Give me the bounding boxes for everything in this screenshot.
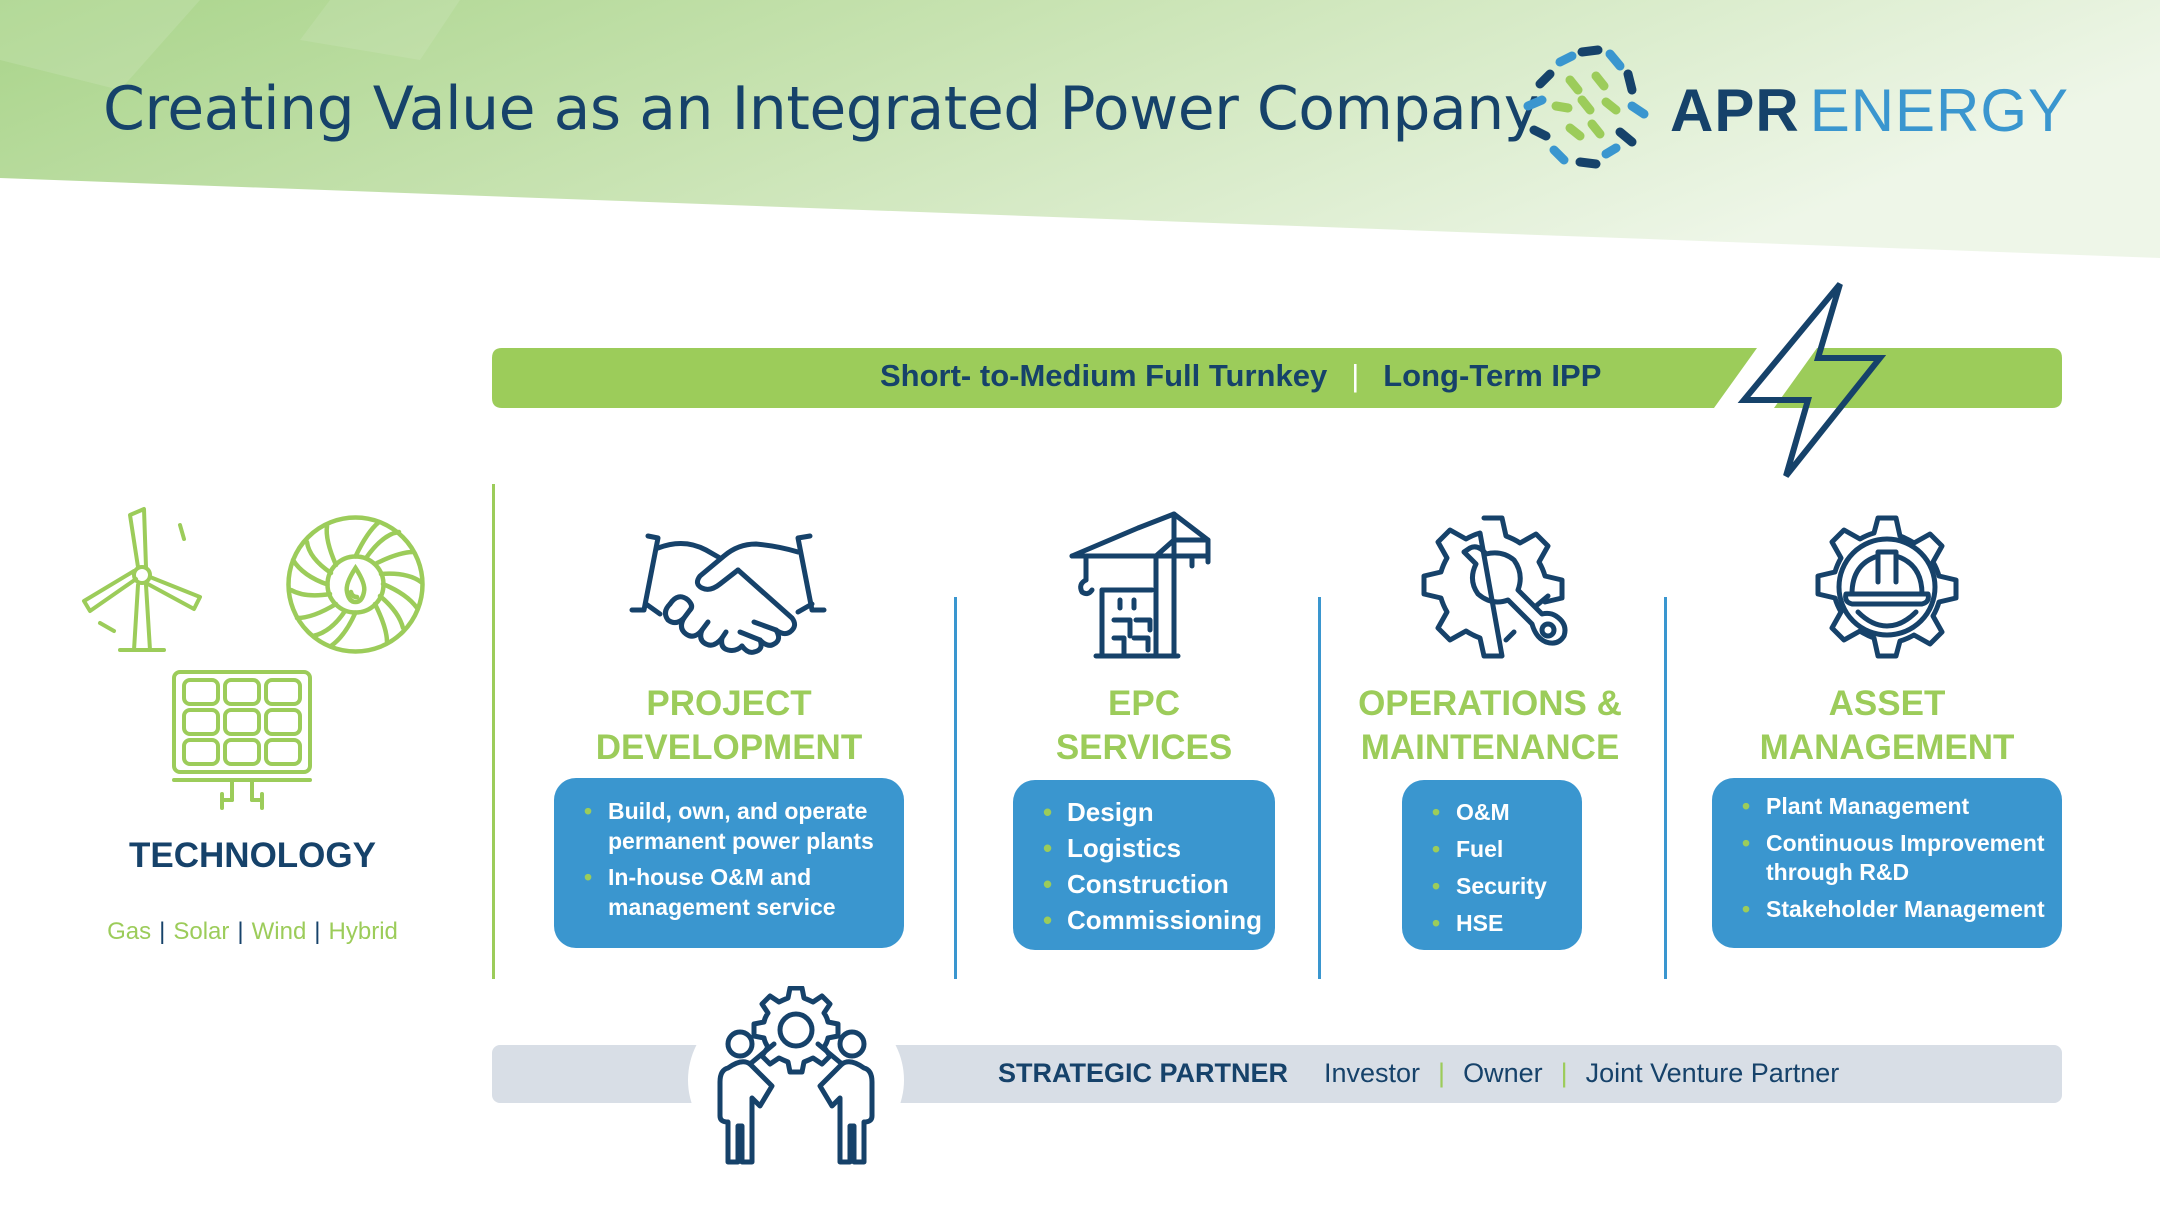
pillar-heading-line: OPERATIONS & <box>1358 684 1622 723</box>
slide-title: Creating Value as an Integrated Power Co… <box>103 74 1539 144</box>
pillar-heading-line: SERVICES <box>1055 728 1233 767</box>
technology-item: Wind <box>251 918 307 945</box>
bullet-item: Logistics <box>1031 830 1267 866</box>
partner-item: Joint Venture Partner <box>1585 1058 1840 1088</box>
divider-1 <box>954 597 957 979</box>
technology-separator: | <box>314 918 321 945</box>
pillar-heading-project-development: PROJECT DEVELOPMENT <box>560 682 898 770</box>
pillar-heading-line: ASSET <box>1828 684 1946 723</box>
top-banner-text: Short- to-Medium Full Turnkey | Long-Ter… <box>880 358 1780 394</box>
partners-icon-backdrop <box>688 990 904 1170</box>
pillar-box-project-development: Build, own, and operate permanent power … <box>554 778 904 948</box>
pillar-heading-epc-services: EPC SERVICES <box>1000 682 1288 770</box>
technology-label: TECHNOLOGY <box>129 836 376 875</box>
pillar-box-asset-management: Plant Management Continuous Improvement … <box>1712 778 2062 948</box>
technology-list: Gas | Solar | Wind | Hybrid <box>80 918 425 946</box>
bullet-item: Stakeholder Management <box>1730 895 2052 924</box>
gear-wrench-icon <box>1421 515 1568 659</box>
partner-item: Investor <box>1324 1058 1421 1088</box>
partner-separator: | <box>1560 1058 1568 1088</box>
turbine-fuel-icon <box>286 515 425 654</box>
bullet-item: Design <box>1031 794 1267 830</box>
solar-panel-icon <box>172 670 312 810</box>
pillar-heading-line: EPC <box>1108 684 1180 723</box>
wind-turbine-icon <box>82 507 202 652</box>
pillar-heading-line: MAINTENANCE <box>1360 728 1620 767</box>
divider-technology <box>492 484 495 979</box>
bullet-item: HSE <box>1420 905 1574 942</box>
technology-item: Solar <box>173 918 230 945</box>
pillar-heading-line: PROJECT <box>646 684 812 723</box>
bullet-item: In-house O&M and management service <box>572 862 890 922</box>
strategic-partner-label: STRATEGIC PARTNER <box>998 1058 1288 1088</box>
divider-2 <box>1318 597 1321 979</box>
pillar-heading-asset-management: ASSET MANAGEMENT <box>1720 682 2054 770</box>
bullet-item: O&M <box>1420 794 1574 831</box>
strategic-partner-text: STRATEGIC PARTNER Investor | Owner | Joi… <box>998 1058 1839 1089</box>
banner-left-text: Short- to-Medium Full Turnkey <box>880 358 1328 393</box>
divider-3 <box>1664 597 1667 979</box>
pillar-heading-operations-maintenance: OPERATIONS & MAINTENANCE <box>1340 682 1640 770</box>
construction-crane-icon <box>1069 511 1211 659</box>
pillar-heading-line: MANAGEMENT <box>1759 728 2015 767</box>
logo-brand-bold: APR <box>1670 77 1800 144</box>
bullet-item: Security <box>1420 868 1574 905</box>
pillar-heading-line: DEVELOPMENT <box>595 728 863 767</box>
bullet-item: Construction <box>1031 866 1267 902</box>
banner-separator: | <box>1351 358 1360 393</box>
lightning-bolt-icon <box>1737 282 1886 478</box>
pillar-box-epc-services: Design Logistics Construction Commission… <box>1013 780 1275 950</box>
bullet-item: Plant Management <box>1730 792 2052 821</box>
bullet-item: Build, own, and operate permanent power … <box>572 796 890 856</box>
bullet-item: Fuel <box>1420 831 1574 868</box>
apr-logo-mark-icon <box>1523 45 1649 169</box>
pillar-box-operations-maintenance: O&M Fuel Security HSE <box>1402 780 1582 950</box>
technology-separator: | <box>237 918 244 945</box>
partner-separator: | <box>1438 1058 1446 1088</box>
handshake-icon <box>629 533 827 655</box>
gear-hardhat-icon <box>1815 515 1959 659</box>
bullet-item: Commissioning <box>1031 902 1267 938</box>
bullet-item: Continuous Improvement through R&D <box>1730 829 2052 887</box>
logo-brand-light: ENERGY <box>1809 77 2070 144</box>
technology-item: Gas <box>107 918 152 945</box>
partner-item: Owner <box>1463 1058 1543 1088</box>
top-banner <box>492 348 2062 408</box>
partners-gear-icon <box>717 986 875 1165</box>
technology-item: Hybrid <box>328 918 398 945</box>
banner-right-text: Long-Term IPP <box>1383 358 1602 393</box>
technology-separator: | <box>159 918 166 945</box>
